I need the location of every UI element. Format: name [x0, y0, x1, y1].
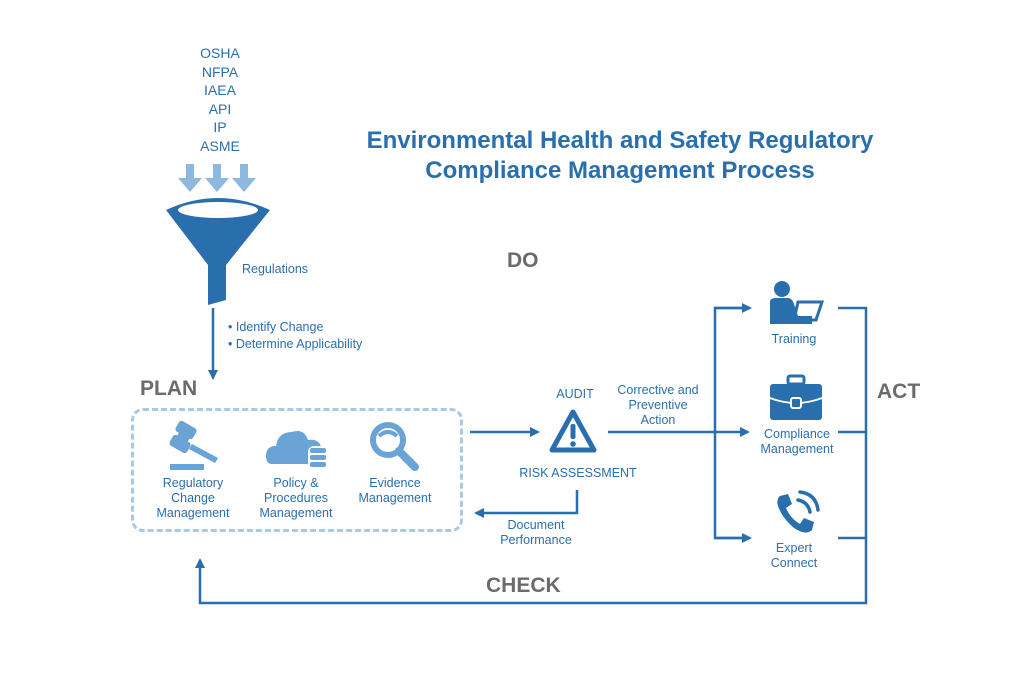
briefcase-icon	[769, 374, 823, 420]
label-line: Policy &	[273, 476, 319, 490]
act-item-compliance: Compliance Management	[744, 427, 850, 457]
funnel-icon	[166, 164, 270, 305]
label-line: Management	[259, 506, 333, 520]
warning-triangle-icon	[549, 409, 597, 453]
source-item: OSHA	[200, 45, 240, 61]
phase-do: DO	[507, 249, 539, 272]
title-line-2: Compliance Management Process	[425, 157, 815, 184]
source-item: ASME	[200, 137, 240, 154]
label-line: Evidence	[369, 476, 421, 490]
label-line: Management	[156, 506, 230, 520]
label-line: Management	[760, 442, 834, 456]
phone-icon	[777, 490, 820, 533]
label-line: Management	[358, 491, 432, 505]
regulation-sources: OSHA NFPA IAEA API IP ASME	[180, 44, 260, 155]
risk-assessment-label: RISK ASSESSMENT	[519, 466, 637, 480]
label-line: Compliance	[763, 427, 830, 441]
identify-steps: • Identify Change • Determine Applicabil…	[228, 320, 362, 352]
act-item-training: Training	[771, 332, 817, 346]
phase-act: ACT	[877, 380, 921, 403]
diagram-title: Environmental Health and Safety Regulato…	[340, 126, 900, 186]
magnifier-icon	[370, 422, 419, 471]
label-line: Expert	[775, 541, 813, 555]
label-line: Connect	[770, 556, 818, 570]
step-identify-change: • Identify Change	[228, 320, 324, 334]
label-line: Procedures	[264, 491, 328, 505]
label-line: Document	[507, 518, 565, 532]
source-item: IP	[213, 119, 227, 135]
phase-check: CHECK	[486, 574, 561, 597]
source-item: NFPA	[201, 63, 239, 80]
plan-group	[131, 408, 463, 532]
cloud-database-icon	[266, 431, 328, 468]
label-line: Regulatory	[162, 476, 224, 490]
audit-label: AUDIT	[556, 387, 594, 401]
phase-plan: PLAN	[140, 377, 198, 400]
step-determine-applicability: • Determine Applicability	[228, 337, 363, 351]
plan-item-policy-procedures: Policy & Procedures Management	[246, 476, 346, 521]
person-laptop-icon	[770, 281, 825, 324]
corrective-action-label: Corrective and Preventive Action	[608, 383, 708, 428]
gavel-icon	[169, 420, 218, 470]
label-line: Performance	[500, 533, 572, 547]
funnel-label: Regulations	[242, 262, 309, 276]
plan-item-regulatory-change: Regulatory Change Management	[143, 476, 243, 521]
label-line: Action	[640, 413, 676, 427]
label-line: Preventive	[628, 398, 688, 412]
label-line: Corrective and	[617, 383, 699, 397]
source-item: IAEA	[204, 82, 236, 98]
plan-item-evidence: Evidence Management	[345, 476, 445, 506]
label-line: Change	[171, 491, 215, 505]
document-performance-label: Document Performance	[486, 518, 586, 548]
source-item: API	[208, 100, 232, 117]
act-item-expert-connect: Expert Connect	[744, 541, 844, 571]
title-line-1: Environmental Health and Safety Regulato…	[366, 127, 874, 154]
